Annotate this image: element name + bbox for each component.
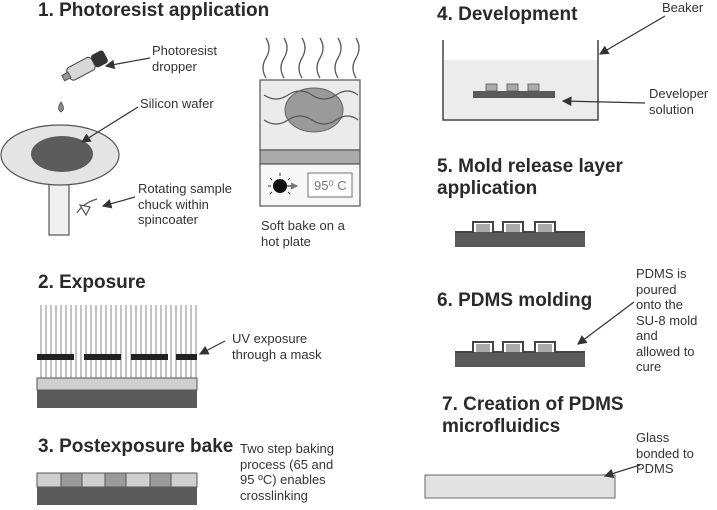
glass-slide [424,474,616,499]
baked-wafer [36,472,198,505]
step-3-title: 3. Postexposure bake [38,436,234,457]
temperature-readout: 95⁰ C [314,178,347,193]
uv-label: UV exposure through a mask [232,331,322,362]
step-5-title: 5. Mold release layer [437,156,623,177]
baking-label: Two step baking process (65 and 95 ºC) e… [240,441,334,503]
glass-label: Glass bonded to PDMS [636,430,694,476]
step-1-title: 1. Photoresist application [38,0,270,21]
spincoater-chuck [0,124,120,236]
hot-plate [259,37,361,207]
dropper-label: Photoresist dropper [152,43,218,74]
pdms-mold [455,341,585,367]
step-4-title: 4. Development [437,4,578,25]
step-6-title: 6. PDMS molding [437,290,593,311]
step-2-title: 2. Exposure [38,272,146,293]
photoresist-dropper [58,50,108,113]
developer-label: Developer solution [649,86,709,117]
beaker [442,40,599,121]
step-7-title-line2: microfluidics [442,416,561,437]
beaker-label: Beaker [662,0,704,15]
step-7-title: 7. Creation of PDMS [442,394,624,415]
step-5-title-line2: application [437,178,538,199]
wafer-label: Silicon wafer [140,96,214,111]
exposure-setup [36,305,198,408]
chuck-label: Rotating sample chuck within spincoater [138,181,232,227]
mold-release-layer [455,221,585,247]
softbake-label: Soft bake on a hot plate [261,218,345,249]
pdms-label: PDMS is poured onto the SU-8 mold and al… [636,266,698,374]
